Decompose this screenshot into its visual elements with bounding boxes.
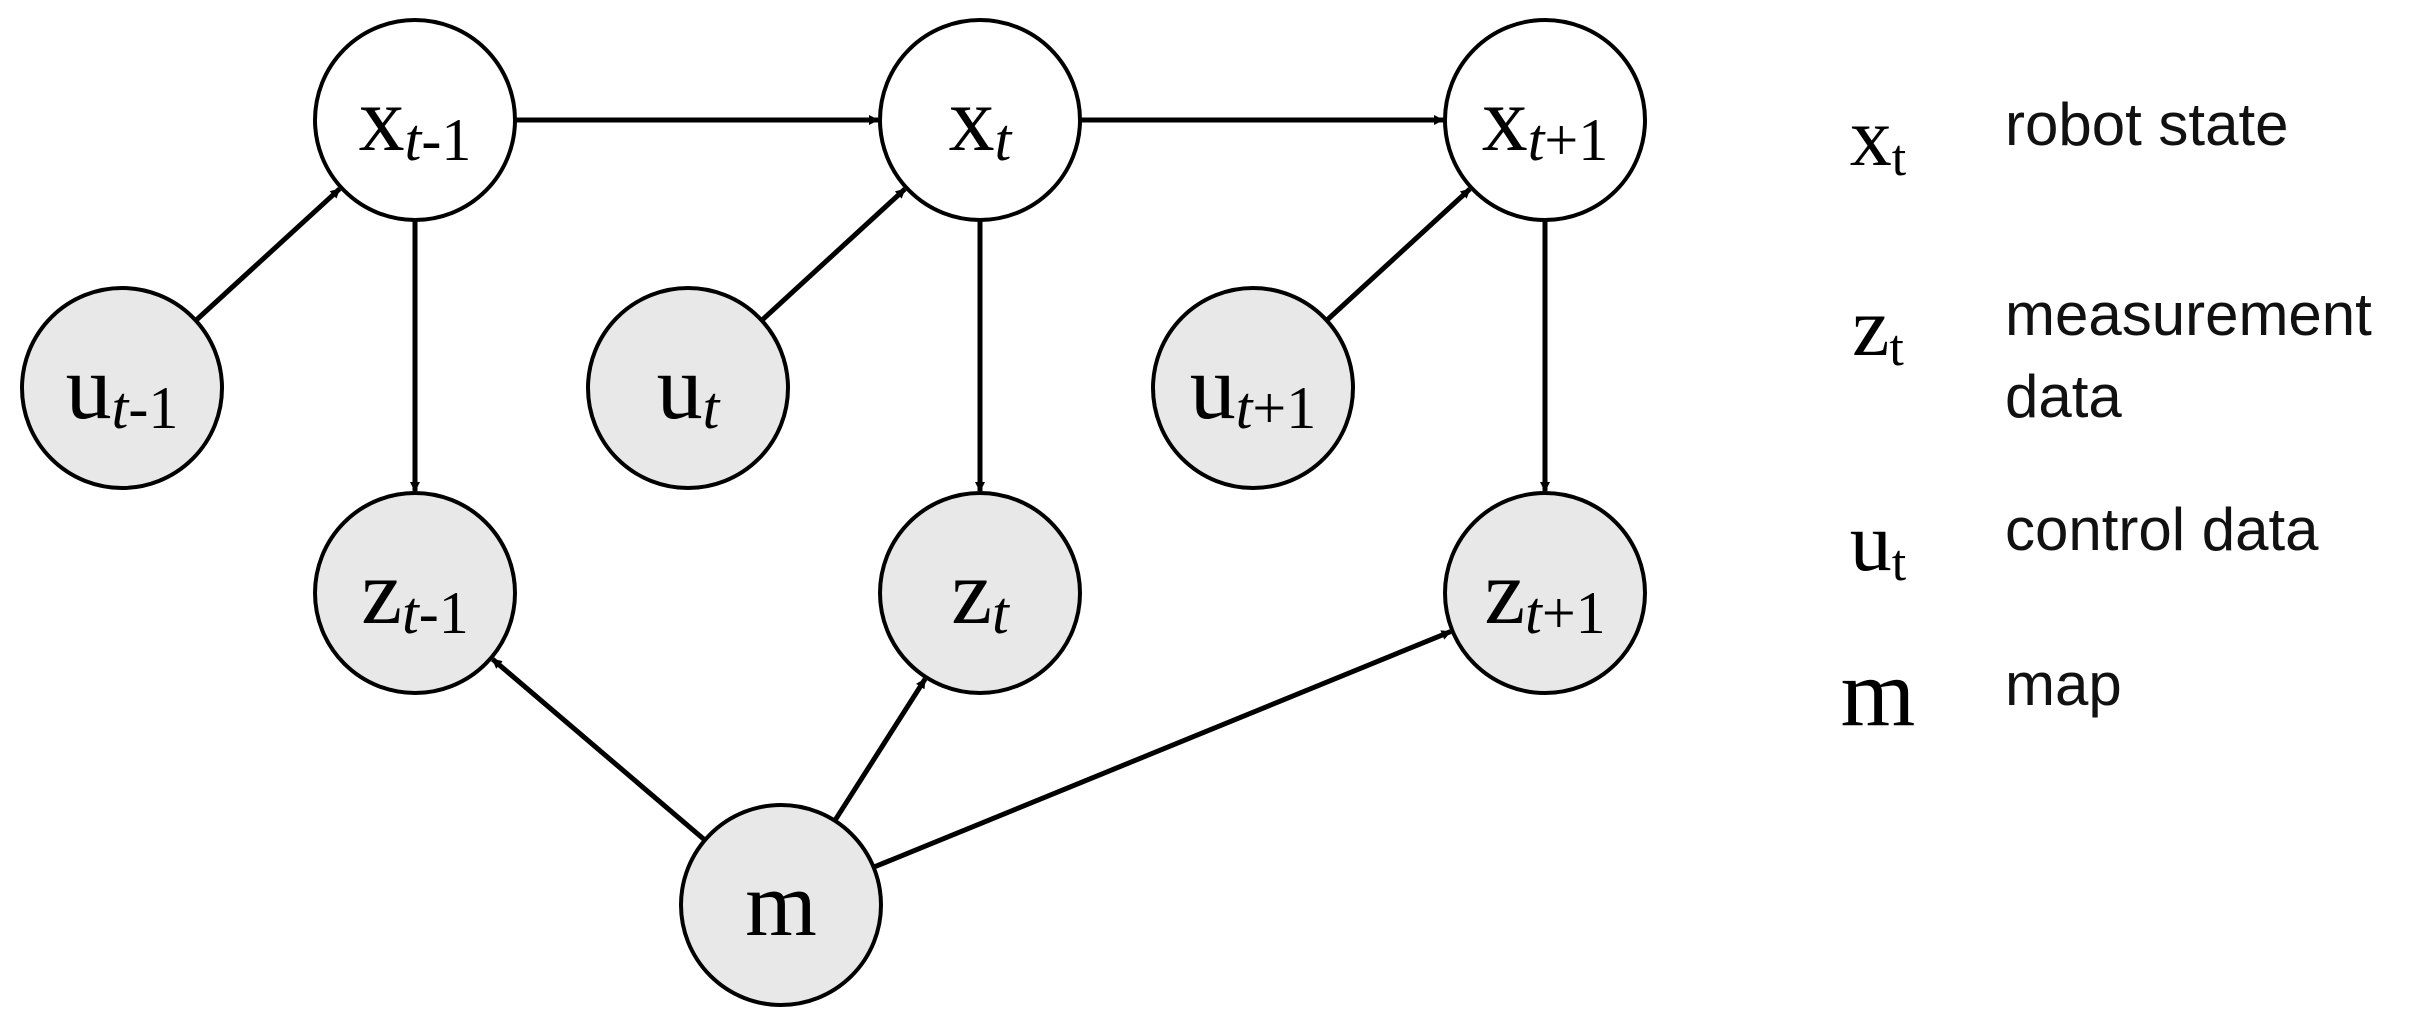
node-label-subscript: t xyxy=(405,107,423,173)
node-label-base: z xyxy=(951,541,992,643)
legend-symbol-base: x xyxy=(1850,91,1892,184)
edge-m-to-z_curr xyxy=(832,677,928,823)
node-label: xt-1 xyxy=(359,68,472,173)
legend-symbol-subscript: t xyxy=(1889,320,1904,377)
node-u_next: ut+1 xyxy=(1151,286,1355,490)
node-u_curr: ut xyxy=(586,286,790,490)
node-label-base: x xyxy=(949,68,995,170)
node-circle xyxy=(878,491,1082,695)
node-x_next: xt+1 xyxy=(1443,18,1647,222)
node-circle xyxy=(313,18,517,222)
legend-description: map xyxy=(2005,651,2122,718)
legend-item-z: zt measurement data xyxy=(1852,281,2372,430)
edge-m-to-z_next xyxy=(872,629,1452,870)
node-circle xyxy=(878,18,1082,222)
legend-item-u: ut control data xyxy=(1850,496,2319,592)
edge-u_prev-to-x_prev xyxy=(194,186,342,323)
node-label-subscript-offset: -1 xyxy=(128,375,178,441)
node-label-base: m xyxy=(745,853,817,955)
legend-description: robot state xyxy=(2005,91,2289,158)
node-z_prev: zt-1 xyxy=(313,491,517,695)
node-circle xyxy=(1443,18,1647,222)
node-z_curr: zt xyxy=(878,491,1082,695)
node-circle xyxy=(313,491,517,695)
node-circle xyxy=(20,286,224,490)
legend-symbol: m xyxy=(1841,639,1916,746)
legend-symbol-subscript: t xyxy=(1892,535,1907,592)
node-label: xt+1 xyxy=(1482,68,1609,173)
node-label: xt xyxy=(949,68,1013,173)
node-circle xyxy=(586,286,790,490)
edges xyxy=(194,115,1550,870)
node-label-base: x xyxy=(359,68,405,170)
legend-symbol: zt xyxy=(1852,281,1904,377)
legend-symbol-subscript: t xyxy=(1892,130,1907,187)
node-m: m xyxy=(679,803,883,1007)
node-label-subscript: t xyxy=(992,580,1010,646)
legend-description: data xyxy=(2005,363,2122,430)
legend-item-m: m map xyxy=(1841,639,2122,746)
node-circle xyxy=(679,803,883,1007)
edge-u_curr-to-x_curr xyxy=(760,187,907,323)
legend-symbol-base: m xyxy=(1841,639,1916,746)
node-circle xyxy=(1443,491,1647,695)
node-label-subscript: t xyxy=(703,375,721,441)
node-label-subscript-offset: -1 xyxy=(421,107,471,173)
node-label-subscript: t xyxy=(112,375,130,441)
node-label-base: z xyxy=(361,541,402,643)
legend-symbol-base: u xyxy=(1850,496,1892,589)
node-label-base: u xyxy=(657,336,703,438)
node-label: ut xyxy=(657,336,721,441)
legend-item-x: xt robot state xyxy=(1850,91,2289,187)
node-label-subscript-offset: +1 xyxy=(1544,107,1608,173)
node-label-base: x xyxy=(1482,68,1528,170)
node-circle xyxy=(1151,286,1355,490)
node-x_prev: xt-1 xyxy=(313,18,517,222)
node-label-subscript: t xyxy=(995,107,1013,173)
node-label-base: z xyxy=(1484,541,1525,643)
node-label-subscript-offset: -1 xyxy=(419,580,469,646)
legend-symbol: xt xyxy=(1850,91,1907,187)
node-x_curr: xt xyxy=(878,18,1082,222)
node-label: zt+1 xyxy=(1484,541,1605,646)
node-label-subscript: t xyxy=(1525,580,1543,646)
node-label: ut-1 xyxy=(66,336,179,441)
node-label-subscript-offset: +1 xyxy=(1252,375,1316,441)
node-label-base: u xyxy=(1190,336,1236,438)
node-label: ut+1 xyxy=(1190,336,1317,441)
edge-u_next-to-x_next xyxy=(1325,187,1472,323)
legend-symbol-base: z xyxy=(1852,281,1889,374)
node-label: zt-1 xyxy=(361,541,469,646)
legend-description: control data xyxy=(2005,496,2319,563)
legend-description: measurement xyxy=(2005,281,2372,348)
legend-symbol: ut xyxy=(1850,496,1907,592)
node-label-subscript: t xyxy=(1528,107,1546,173)
node-label: zt xyxy=(951,541,1010,646)
node-label-base: u xyxy=(66,336,112,438)
node-label-subscript: t xyxy=(402,580,420,646)
node-u_prev: ut-1 xyxy=(20,286,224,490)
node-label: m xyxy=(745,853,817,955)
node-z_next: zt+1 xyxy=(1443,491,1647,695)
edge-m-to-z_prev xyxy=(490,657,707,843)
node-label-subscript: t xyxy=(1236,375,1254,441)
node-label-subscript-offset: +1 xyxy=(1542,580,1606,646)
